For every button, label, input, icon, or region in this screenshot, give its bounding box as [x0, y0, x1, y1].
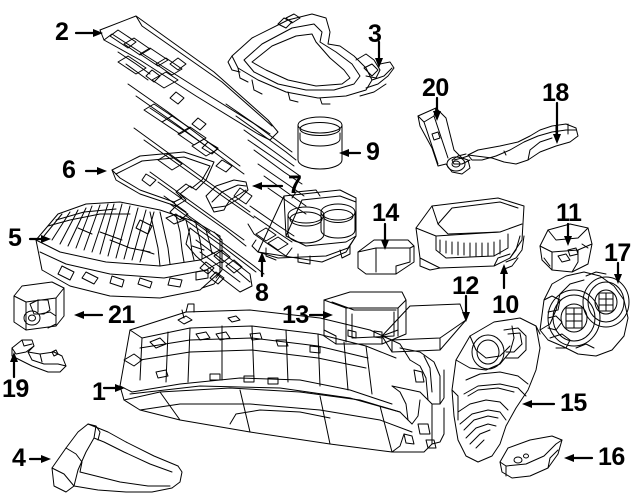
callout-2[interactable]: 2 [55, 18, 69, 46]
callout-5[interactable]: 5 [8, 224, 22, 252]
part-21-console-power-outlet-module [13, 281, 65, 331]
callout-10[interactable]: 10 [492, 291, 519, 319]
callout-7[interactable]: 7 [288, 171, 302, 199]
callout-21[interactable]: 21 [108, 301, 135, 329]
part-19-console-mounting-bracket [11, 339, 67, 373]
callout-17[interactable]: 17 [604, 239, 631, 267]
part-15-rear-console-trim-bezel [451, 317, 541, 463]
callout-11[interactable]: 11 [556, 199, 582, 227]
callout-6[interactable]: 6 [62, 156, 76, 184]
callout-12[interactable]: 12 [452, 272, 479, 300]
part-9-cup-holder-insert [297, 116, 343, 170]
part-3-shifter-bezel-trim [227, 13, 395, 105]
part-5-console-wiring-harness-block [35, 201, 223, 299]
callout-18[interactable]: 18 [542, 79, 569, 107]
part-7-small-trim-clip-cover [205, 179, 249, 213]
part-17-rear-air-vent-assembly [539, 271, 630, 357]
part-2-upper-console-trim-panel [99, 15, 307, 293]
callout-leaders [10, 29, 622, 463]
callout-14[interactable]: 14 [372, 199, 399, 227]
part-16-rear-access-cover [499, 435, 563, 479]
callout-15[interactable]: 15 [560, 389, 587, 417]
part-4-lower-console-side-trim [51, 423, 183, 493]
part-1-center-console-body [119, 303, 445, 453]
callout-19[interactable]: 19 [2, 375, 29, 403]
callout-9[interactable]: 9 [366, 138, 380, 166]
part-10-armrest-lid-assembly [415, 197, 525, 271]
callout-1[interactable]: 1 [92, 378, 106, 406]
callout-8[interactable]: 8 [255, 279, 269, 307]
callout-13[interactable]: 13 [282, 301, 309, 329]
part-18-parking-brake-lever-handle [451, 123, 579, 165]
callout-4[interactable]: 4 [12, 444, 26, 472]
part-8-dual-cup-holder-assembly [251, 189, 357, 265]
callout-3[interactable]: 3 [368, 20, 382, 48]
callout-20[interactable]: 20 [422, 74, 449, 102]
callout-16[interactable]: 16 [598, 443, 625, 471]
part-6-console-trim-insert-pad [111, 151, 215, 207]
